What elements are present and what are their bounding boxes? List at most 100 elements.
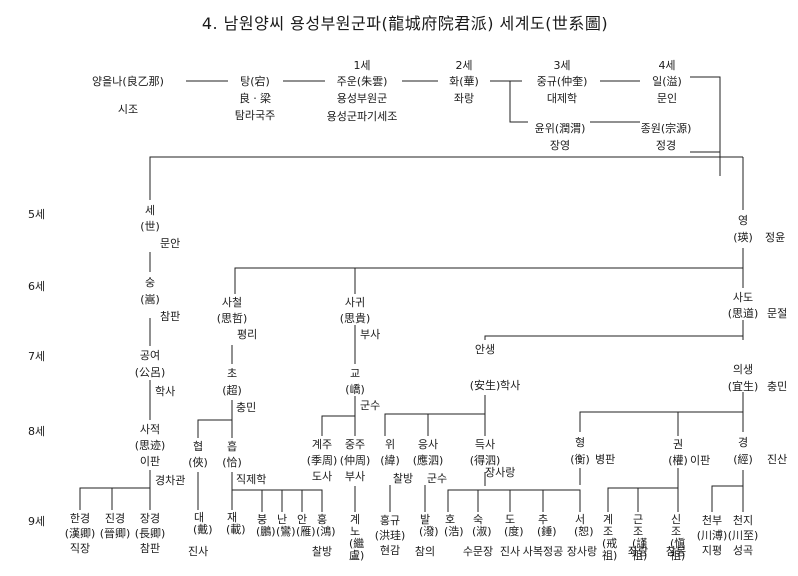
note-gwon: 이판 bbox=[690, 454, 711, 467]
note-gyeong: 진산 bbox=[767, 453, 788, 466]
gen-3-label: 3세 bbox=[553, 59, 571, 72]
line-hyeong-sons bbox=[607, 487, 679, 512]
note-tang-alt: 良ㆍ梁 bbox=[238, 92, 272, 105]
person-sado: 사도 bbox=[732, 291, 754, 304]
person-sacheol-hanja: (思哲) bbox=[216, 312, 248, 325]
person-dae: 대(戴) bbox=[193, 511, 213, 536]
person-heup: 흡 bbox=[226, 440, 238, 453]
person-jingyeong-hanja: (晉卿) bbox=[99, 527, 131, 540]
note-cho: 충민 bbox=[236, 401, 257, 414]
gen-4-label: 4세 bbox=[658, 59, 676, 72]
line-il-right bbox=[690, 76, 721, 176]
person-sagwi: 사귀 bbox=[344, 296, 366, 309]
note-il: 문인 bbox=[656, 92, 678, 105]
gen-label-9: 9세 bbox=[28, 515, 46, 528]
person-tang: 탕(宕) bbox=[240, 75, 270, 88]
person-hyeong-hanja: (衡) bbox=[570, 453, 590, 466]
gen-label-8: 8세 bbox=[28, 425, 46, 438]
note-cheonbu: 지평 bbox=[701, 544, 723, 557]
person-ho: 호(浩) bbox=[444, 513, 464, 538]
note-sijo: 시조 bbox=[117, 103, 139, 116]
person-junggyu: 중규(仲奎) bbox=[536, 75, 588, 88]
person-janggyeong: 장경 bbox=[139, 512, 161, 525]
person-deuksa: 득사 bbox=[474, 438, 496, 451]
line-yeong-sons bbox=[234, 267, 743, 294]
person-uisaeng-hanja: (宜生) bbox=[727, 380, 759, 393]
note-suk: 수문장 bbox=[462, 545, 494, 558]
gen-2-label: 2세 bbox=[455, 59, 473, 72]
note-honggyu: 현감 bbox=[379, 544, 401, 557]
person-yeong-hanja: (瑛) bbox=[733, 231, 753, 244]
person-chu: 추(錘) bbox=[537, 513, 557, 538]
person-hyeong: 형 bbox=[574, 436, 586, 449]
note-sado: 문절 bbox=[767, 307, 788, 320]
note-gyo: 군수 bbox=[360, 399, 381, 412]
note-yunwi: 장영 bbox=[549, 139, 571, 152]
person-deuksa-hanja: (得泗) bbox=[469, 454, 501, 467]
note-heup: 직제학 bbox=[236, 473, 267, 486]
person-sajeok-hanja: (思迹) bbox=[134, 439, 166, 452]
person-sado-hanja: (思道) bbox=[727, 307, 759, 320]
note-hong: 찰방 bbox=[311, 545, 333, 558]
person-gyejo: 계조(戒祖) bbox=[602, 513, 618, 562]
person-hyeop: 협 bbox=[192, 440, 204, 453]
person-gongyeo-hanja: (公呂) bbox=[134, 366, 166, 379]
person-gyeong: 경 bbox=[737, 436, 749, 449]
person-gyeong-hanja: (經) bbox=[733, 453, 753, 466]
person-jae: 재(載) bbox=[226, 511, 246, 536]
person-gyo: 교 bbox=[349, 367, 361, 380]
person-sagwi-hanja: (思貴) bbox=[339, 312, 371, 325]
note-uisaeng: 충민 bbox=[767, 380, 788, 393]
person-cheonji-hanja: (川至) bbox=[727, 529, 759, 542]
person-geunjo: 근조(謹祖) bbox=[632, 513, 648, 562]
line-cho-sons bbox=[197, 419, 232, 438]
person-janggyeong-hanja: (長卿) bbox=[134, 527, 166, 540]
person-wi-hanja: (緯) bbox=[380, 454, 400, 467]
person-cho: 초 bbox=[226, 367, 238, 380]
note-se: 문안 bbox=[160, 237, 181, 250]
person-gyo-hanja: (嶠) bbox=[345, 383, 365, 396]
line-gyeong-sons bbox=[711, 485, 744, 512]
note-sung: 참판 bbox=[160, 310, 181, 323]
note-jongwon: 정경 bbox=[655, 139, 677, 152]
note-hwa: 좌랑 bbox=[453, 92, 475, 105]
person-bung: 붕(鵬) bbox=[256, 513, 276, 538]
person-bal: 발(潑) bbox=[419, 513, 439, 538]
gen-label-5: 5세 bbox=[28, 208, 46, 221]
person-sinjo: 신조(愼祖) bbox=[670, 513, 686, 562]
line-hwa-yunwi bbox=[509, 81, 528, 123]
person-cheonbu: 천부 bbox=[701, 514, 723, 527]
person-gyeju-hanja: (季周) bbox=[306, 454, 338, 467]
person-do: 도(度) bbox=[504, 513, 524, 538]
note-wi: 찰방 bbox=[392, 472, 414, 485]
note-dae: 진사 bbox=[188, 545, 209, 558]
person-jungju-hanja: (仲周) bbox=[339, 454, 371, 467]
note-ansaeng: 학사 bbox=[500, 379, 521, 392]
person-eungsa-hanja: (應泗) bbox=[412, 454, 444, 467]
person-hwa: 화(華) bbox=[449, 75, 479, 88]
line-sajeok-sons bbox=[79, 487, 151, 510]
line-to-se bbox=[149, 156, 720, 200]
person-suk: 숙(淑) bbox=[472, 513, 492, 538]
line-sado-sons bbox=[484, 335, 743, 340]
person-jungju: 중주 bbox=[344, 438, 366, 451]
line-heup-sons bbox=[232, 489, 323, 512]
person-yunwi: 윤위(潤渭) bbox=[534, 122, 586, 135]
person-jingyeong: 진경 bbox=[104, 512, 126, 525]
line-ansaeng-sons bbox=[384, 413, 486, 436]
person-seo: 서(恕) bbox=[574, 513, 594, 538]
diagram-title: 4. 남원양씨 용성부원군파(龍城府院君派) 세계도(世系圖) bbox=[201, 14, 609, 33]
note-chu: 사복정공 bbox=[522, 545, 564, 558]
person-sacheol: 사철 bbox=[221, 296, 243, 309]
gen-label-6: 6세 bbox=[28, 280, 46, 293]
line-uisaeng-sons bbox=[579, 411, 744, 432]
person-gyero: 계노(繼盧) bbox=[349, 513, 365, 562]
note-deuksa: 장사랑 bbox=[485, 466, 516, 479]
person-jueun: 주운(朱雲) bbox=[336, 75, 388, 88]
note-do: 진사 bbox=[499, 545, 521, 558]
person-cho-hanja: (超) bbox=[222, 384, 242, 397]
gen-1-label: 1세 bbox=[353, 59, 371, 72]
person-an: 안(雁) bbox=[296, 513, 316, 538]
